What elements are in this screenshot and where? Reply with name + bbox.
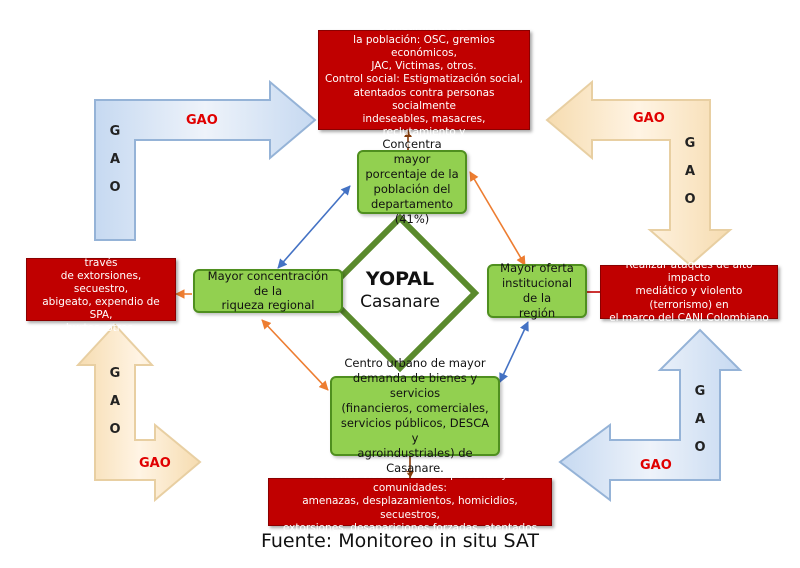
green-box-right-text: Mayor oferta institucional de la región: [500, 261, 574, 320]
gao-letter-o: O: [109, 180, 121, 195]
gao-letter-g: G: [694, 384, 706, 399]
red-box-left: GAO´s extraen rentas a través de extorsi…: [26, 244, 176, 334]
gao-label-top-right: GAO: [633, 111, 665, 126]
green-box-right: Mayor oferta institucional de la región: [487, 261, 587, 320]
gao-vertical-bottom-right: G A O: [692, 378, 708, 462]
green-box-left: Mayor concentración de la riqueza region…: [193, 269, 343, 313]
gao-letter-a: A: [684, 164, 696, 179]
gao-arrow-bottom-left: [75, 323, 202, 503]
gao-letter-g: G: [109, 124, 121, 139]
gao-arrow-bottom-right: [558, 328, 743, 503]
red-box-bottom: Acciones violentas contra personas y com…: [268, 469, 552, 534]
green-box-left-text: Mayor concentración de la riqueza region…: [207, 268, 329, 313]
gao-letter-o: O: [694, 440, 706, 455]
gao-arrow-top-left: [94, 79, 317, 241]
gao-vertical-top-left: G A O: [107, 118, 123, 202]
green-box-bottom-text: Centro urbano de mayor demanda de bienes…: [340, 356, 490, 475]
red-box-bottom-text: Acciones violentas contra personas y com…: [282, 469, 538, 534]
gao-vertical-bottom-left: G A O: [107, 360, 123, 444]
green-box-bottom: Centro urbano de mayor demanda de bienes…: [330, 356, 500, 475]
gao-letter-g: G: [109, 366, 121, 381]
red-box-right: Realizar ataques de alto impacto mediáti…: [600, 259, 778, 324]
red-box-left-text: GAO´s extraen rentas a través de extorsi…: [38, 243, 164, 335]
source-caption: Fuente: Monitoreo in situ SAT: [260, 530, 539, 552]
gao-letter-a: A: [109, 152, 121, 167]
connector-left-top: [277, 185, 351, 269]
gao-letter-o: O: [684, 192, 696, 207]
gao-label-bottom-left: GAO: [139, 456, 171, 471]
green-box-top-text: Concentra mayor porcentaje de la poblaci…: [365, 137, 459, 226]
connector-bottom-left: [261, 319, 329, 391]
gao-vertical-top-right: G A O: [682, 130, 698, 214]
gao-letter-a: A: [109, 394, 121, 409]
gao-letter-g: G: [684, 136, 696, 151]
gao-arrow-top-right: [545, 79, 733, 267]
center-subtitle: Casanare: [360, 292, 440, 312]
gao-label-top-left: GAO: [186, 113, 218, 128]
gao-letter-a: A: [694, 412, 706, 427]
gao-label-bottom-right: GAO: [640, 458, 672, 473]
connector-top-right: [469, 171, 526, 266]
red-box-top-text: Procesos de cooptación y sometimiento de…: [325, 7, 523, 152]
center-title: YOPAL: [365, 268, 435, 290]
gao-letter-o: O: [109, 422, 121, 437]
red-box-top: Procesos de cooptación y sometimiento de…: [318, 8, 530, 151]
connector-right-bottom: [499, 321, 529, 383]
red-box-right-text: Realizar ataques de alto impacto mediáti…: [609, 259, 769, 324]
green-box-top: Concentra mayor porcentaje de la poblaci…: [357, 137, 467, 226]
